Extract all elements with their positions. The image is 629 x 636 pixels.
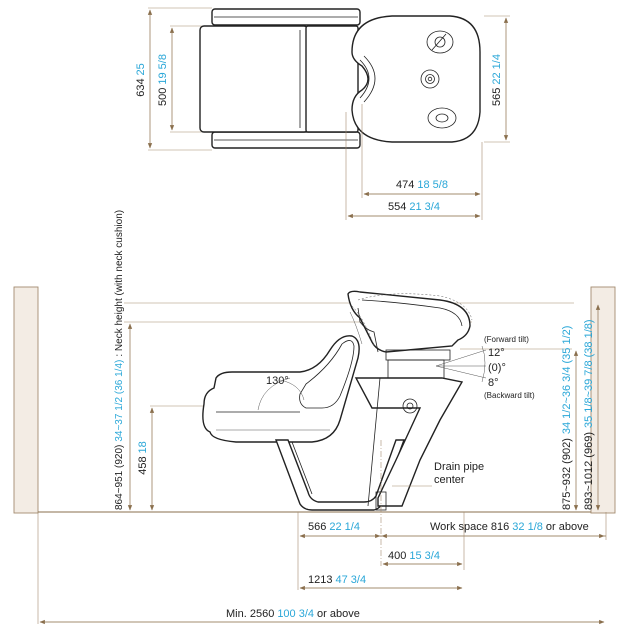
backrest-side	[299, 340, 355, 409]
shampoo-bowl-top	[351, 15, 481, 143]
label-recline-angle: 130°	[266, 375, 289, 387]
shampoo-bowl-side	[347, 290, 471, 353]
label-drain-pipe: Drain pipe	[434, 461, 484, 473]
side-view: 864~951 (920)34~37 1/2 (36 1/4): Neck he…	[13, 210, 616, 625]
bowl-support	[354, 377, 464, 507]
label-seat-height: 45818	[137, 441, 149, 475]
label-forward-tilt: (Forward tilt)	[484, 335, 529, 344]
label-backward-tilt: (Backward tilt)	[484, 391, 535, 400]
adjust-knob-icon	[402, 398, 418, 414]
faucet-icon	[426, 30, 454, 54]
chair-body	[202, 335, 360, 443]
label-bowl-height-2: 893~1012 (969)35 1/8~39 7/8 (38 1/8)	[583, 319, 595, 510]
drain-icon	[420, 69, 440, 89]
label-depth-seat: 50019 5/8	[157, 54, 169, 106]
chair-base	[274, 439, 406, 511]
label-backward-tilt-value: 8°	[488, 377, 499, 389]
wall-right	[590, 286, 616, 514]
label-neck-height: 864~951 (920)34~37 1/2 (36 1/4): Neck he…	[114, 210, 125, 510]
label-drain-center: center	[434, 474, 465, 486]
label-bowl-height-1: 875~932 (902)34 1/2~36 3/4 (35 1/2)	[561, 326, 573, 510]
seat-cushion-top	[199, 25, 309, 133]
label-neutral-tilt-value: (0)°	[488, 362, 506, 374]
label-forward-tilt-value: 12°	[488, 347, 505, 359]
wall-left	[13, 286, 39, 514]
label-depth-total: 63425	[135, 63, 147, 97]
label-bowl-depth: 56522 1/4	[491, 54, 503, 106]
backrest-top	[305, 25, 359, 133]
shower-head-icon	[427, 107, 457, 129]
